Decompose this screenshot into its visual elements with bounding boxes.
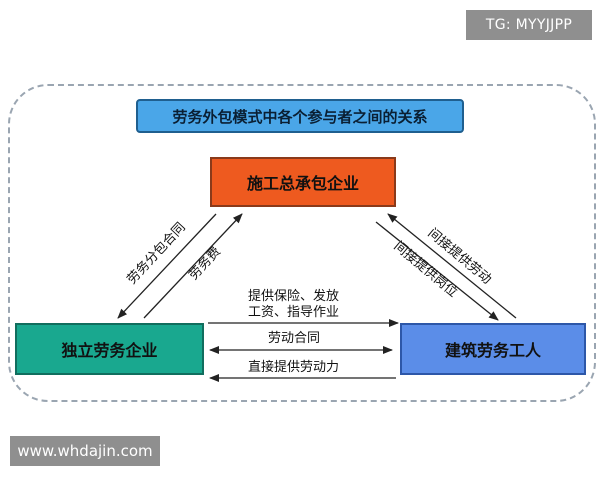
label-insurance-wages-line2: 工资、指导作业	[248, 305, 340, 320]
arrow-indirect-labor	[387, 213, 517, 319]
watermark-bottom: www.whdajin.com	[10, 436, 160, 466]
label-labor-contract: 劳动合同	[268, 331, 321, 346]
watermark-top: TG: MYYJJPP	[466, 10, 592, 40]
diagram-frame	[8, 84, 596, 402]
node-labor-company: 独立劳务企业	[15, 323, 204, 375]
node-general-contractor: 施工总承包企业	[210, 157, 396, 207]
arrow-indirect-post	[375, 221, 499, 321]
diagram-title: 劳务外包模式中各个参与者之间的关系	[136, 99, 464, 133]
arrow-subcontract	[117, 213, 217, 319]
label-direct-labor: 直接提供劳动力	[248, 360, 340, 375]
node-construction-workers: 建筑劳务工人	[400, 323, 586, 375]
arrow-labor-fee	[143, 213, 243, 319]
label-insurance-wages-line1: 提供保险、发放	[248, 289, 340, 304]
